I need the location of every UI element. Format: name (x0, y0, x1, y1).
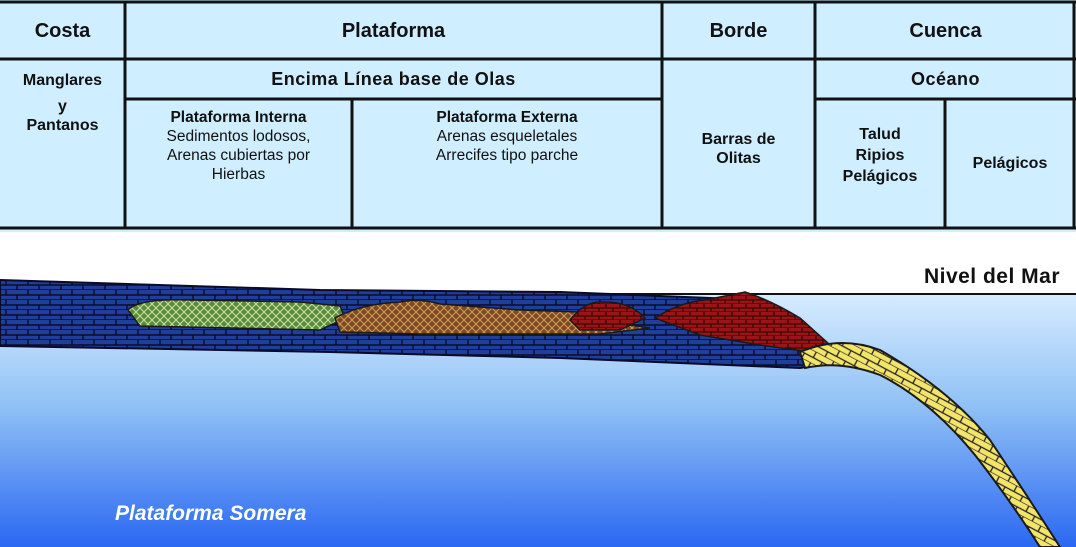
sky-band (0, 232, 1076, 294)
plataforma-somera-label: Plataforma Somera (115, 502, 307, 525)
table-grid (0, 0, 1076, 230)
barras-olitas-cell: Barras de Olitas (662, 130, 815, 168)
nivel-del-mar-label: Nivel del Mar (923, 265, 1060, 288)
plataforma-externa-title: Plataforma Externa (436, 109, 578, 126)
pantanos-label: Pantanos (26, 117, 99, 134)
header-plataforma: Plataforma (341, 20, 446, 42)
barras-line1: Barras de (701, 131, 776, 148)
plataforma-interna-line3: Hierbas (211, 166, 266, 183)
talud-line1: Talud (859, 126, 901, 143)
pelagicos-label: Pelágicos (972, 155, 1048, 172)
plataforma-externa-cell: Plataforma Externa Arenas esqueletales A… (352, 108, 662, 165)
plataforma-interna-line1: Sedimentos lodosos, (166, 128, 311, 145)
header-cuenca: Cuenca (909, 20, 982, 42)
talud-cell: Talud Ripios Pelágicos (815, 124, 945, 187)
talus-slope (798, 342, 1062, 547)
plataforma-externa-line2: Arrecifes tipo parche (435, 147, 579, 164)
header-borde: Borde (709, 20, 768, 42)
patch-reef-small (569, 301, 647, 331)
y-label: y (58, 98, 67, 115)
plataforma-interna-title: Plataforma Interna (170, 109, 307, 126)
encima-linea-base-olas: Encima Línea base de Olas (271, 68, 516, 89)
muddy-sediment-layer (127, 298, 346, 331)
plataforma-externa-line1: Arenas esqueletales (436, 128, 578, 145)
oceano-label: Océano (910, 68, 981, 89)
talud-line2: Ripios (855, 147, 905, 164)
plataforma-interna-line2: Arenas cubiertas por (166, 147, 311, 164)
ooid-shoal-reef (653, 291, 832, 353)
talud-line3: Pelágicos (842, 168, 918, 185)
table-background (0, 0, 1076, 232)
manglares-label: Manglares (22, 72, 103, 89)
plataforma-interna-cell: Plataforma Interna Sedimentos lodosos, A… (125, 108, 352, 184)
header-costa: Costa (34, 20, 91, 42)
barras-line2: Olitas (716, 150, 761, 167)
